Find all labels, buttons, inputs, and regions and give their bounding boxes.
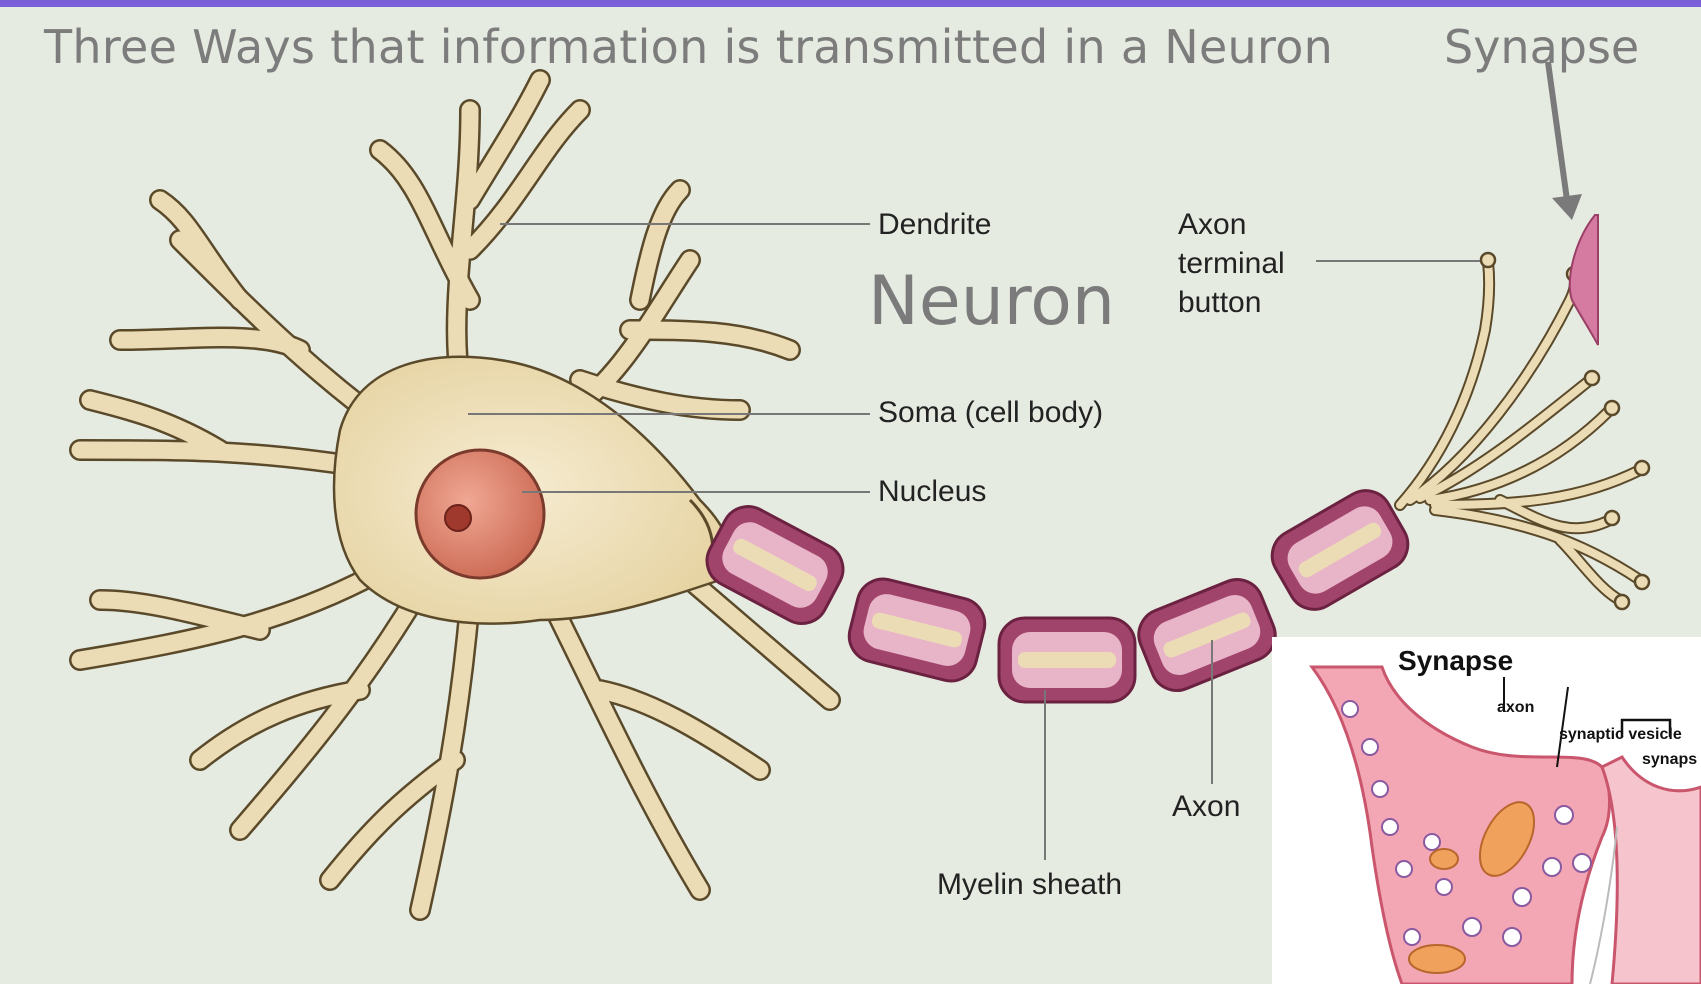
postsynaptic-membrane bbox=[1570, 215, 1598, 345]
label-axon-terminal-line1: Axon bbox=[1178, 206, 1246, 244]
label-dendrite: Dendrite bbox=[878, 206, 991, 244]
synapse-inset-drawing bbox=[1272, 637, 1701, 984]
inset-title: Synapse bbox=[1398, 645, 1513, 677]
axon-terminals bbox=[1400, 253, 1649, 609]
inset-label-axon: axon bbox=[1497, 699, 1534, 717]
inset-label-synaptic-vesicle: synaptic vesicle bbox=[1559, 726, 1682, 744]
label-axon-terminal-line2: terminal bbox=[1178, 245, 1285, 283]
slide-title: Three Ways that information is transmitt… bbox=[44, 20, 1333, 74]
synapse-heading: Synapse bbox=[1444, 20, 1639, 74]
label-axon: Axon bbox=[1172, 788, 1240, 826]
synapse-arrow-line bbox=[1548, 62, 1567, 200]
neuron-heading: Neuron bbox=[868, 262, 1115, 341]
label-soma: Soma (cell body) bbox=[878, 394, 1103, 432]
inset-label-synapse: synaps bbox=[1642, 751, 1697, 769]
synapse-inset: Synapse axon synaptic vesicle synaps bbox=[1272, 637, 1701, 984]
nucleus bbox=[416, 450, 544, 578]
label-axon-terminal-line3: button bbox=[1178, 284, 1261, 322]
label-nucleus: Nucleus bbox=[878, 473, 986, 511]
nucleolus bbox=[445, 505, 471, 531]
synapse-arrow-head bbox=[1552, 194, 1582, 220]
label-myelin-sheath: Myelin sheath bbox=[937, 866, 1122, 904]
